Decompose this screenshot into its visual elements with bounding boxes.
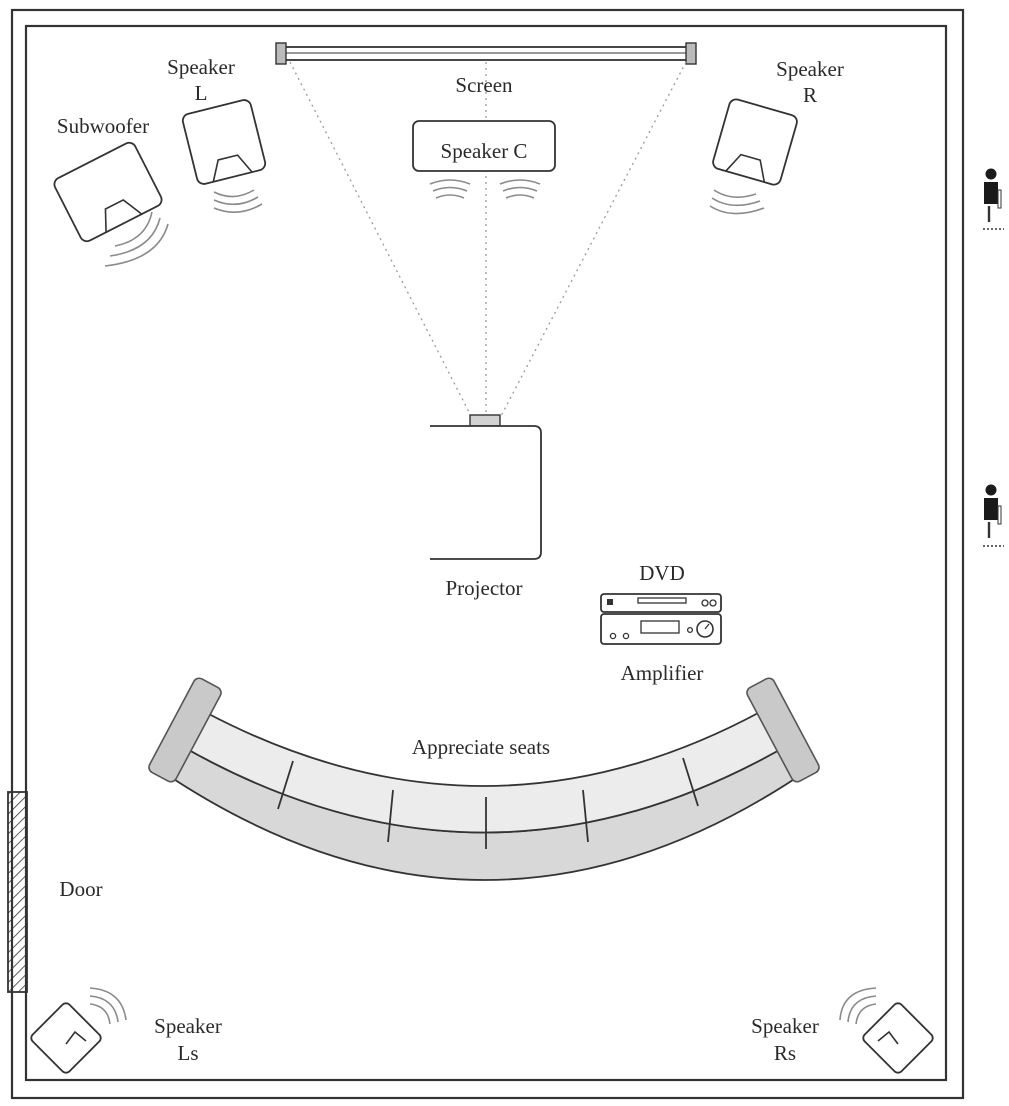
label-screen: Screen [455, 73, 513, 97]
speaker-left-surround [30, 987, 127, 1074]
outer-wall [10, 8, 965, 1100]
label-speaker-ls-line2: Ls [178, 1041, 199, 1065]
appreciate-seats-sofa [148, 677, 820, 881]
amplifier [600, 613, 722, 645]
projection-screen [275, 42, 697, 65]
label-projector: Projector [446, 576, 523, 600]
door [7, 791, 28, 993]
label-speaker-l-line1: Speaker [167, 55, 235, 79]
inner-wall [24, 24, 948, 1082]
dvd-player [600, 593, 722, 613]
projector-beam [289, 61, 687, 419]
label-dvd: DVD [639, 561, 685, 585]
label-amplifier: Amplifier [621, 661, 704, 685]
person-at-wall-icon [983, 168, 1004, 230]
subwoofer [53, 141, 169, 267]
label-speaker-c: Speaker C [441, 139, 528, 163]
speaker-right [709, 98, 798, 215]
projector [430, 414, 542, 560]
label-speaker-r-line1: Speaker [776, 57, 844, 81]
label-speaker-r-line2: R [803, 83, 817, 107]
label-speaker-rs-line1: Speaker [751, 1014, 819, 1038]
label-door: Door [59, 877, 102, 901]
label-appreciate-seats: Appreciate seats [412, 735, 550, 759]
person-at-wall-icon [983, 484, 1004, 547]
label-speaker-l-line2: L [195, 81, 208, 105]
label-speaker-ls-line1: Speaker [154, 1014, 222, 1038]
speaker-right-surround [839, 987, 934, 1074]
speaker-left [181, 99, 267, 213]
speaker-center [412, 120, 556, 199]
label-subwoofer: Subwoofer [57, 114, 149, 138]
label-speaker-rs-line2: Rs [774, 1041, 796, 1065]
